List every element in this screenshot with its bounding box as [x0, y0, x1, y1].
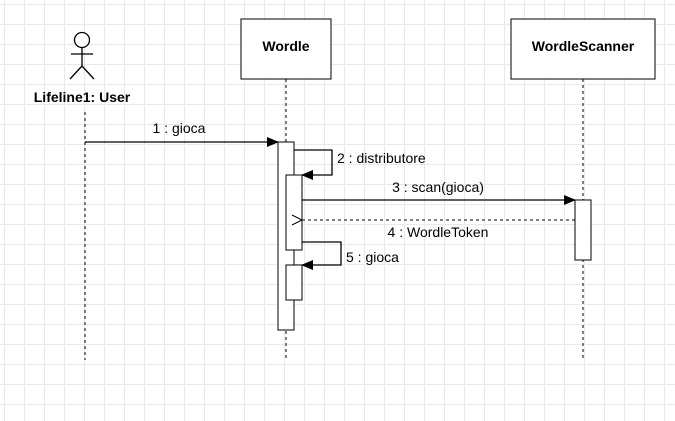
actor-user[interactable]: Lifeline1: User [34, 31, 131, 106]
message-2-arrow [294, 149, 333, 180]
lifeline-scanner[interactable]: WordleScanner [510, 18, 656, 80]
lifeline-wordle[interactable]: Wordle [240, 18, 332, 80]
message-4[interactable]: 4 : WordleToken [302, 220, 575, 240]
message-2-label: 2 : distributore [337, 150, 426, 166]
activation-wordle-nested-2[interactable] [285, 264, 303, 301]
lifeline-head-wordle [240, 18, 332, 80]
stick-figure-icon [69, 31, 95, 80]
lifeline-label-wordle: Wordle [262, 38, 309, 54]
lifeline-head-scanner [510, 18, 656, 80]
message-5-label: 5 : gioca [346, 249, 399, 265]
lifeline-label-scanner: WordleScanner [532, 38, 635, 54]
message-1[interactable]: 1 : gioca [85, 120, 279, 147]
message-5[interactable]: 5 : gioca [301, 241, 399, 270]
message-3[interactable]: 3 : scan(gioca) [302, 179, 576, 205]
message-3-label: 3 : scan(gioca) [392, 179, 484, 195]
message-4-label: 4 : WordleToken [388, 224, 489, 240]
activation-scanner[interactable] [574, 199, 592, 261]
message-2[interactable]: 2 : distributore [294, 149, 426, 180]
activation-wordle-nested-1[interactable] [285, 174, 303, 251]
message-1-label: 1 : gioca [153, 120, 206, 136]
message-5-arrow [301, 241, 342, 270]
actor-label: Lifeline1: User [34, 89, 131, 105]
